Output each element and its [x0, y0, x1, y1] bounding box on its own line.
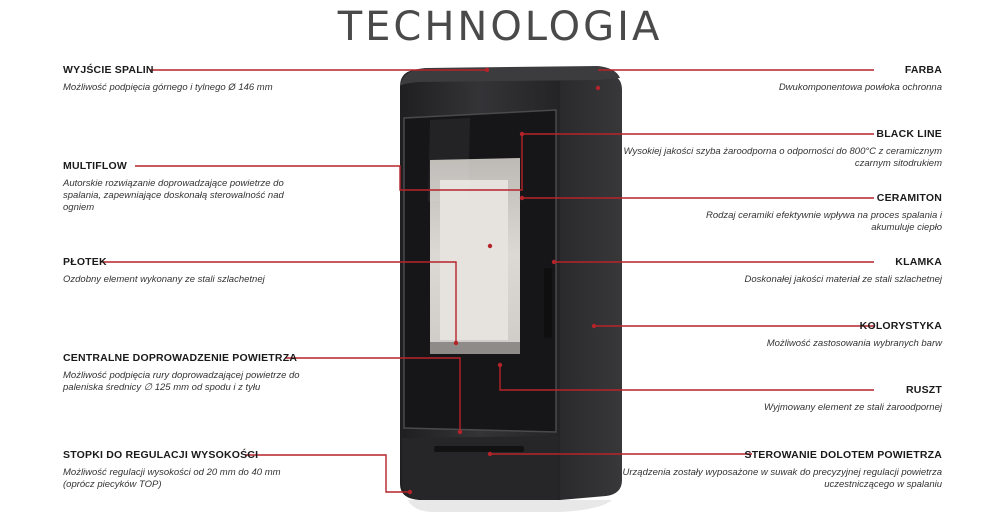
lower-cabinet — [402, 436, 558, 500]
label-wyjscie-spalin: WYJŚCIE SPALIN Możliwość podpięcia górne… — [63, 64, 393, 94]
label-kolorystyka: KOLORYSTYKA Możliwość zastosowania wybra… — [612, 320, 942, 350]
label-description: Doskonałej jakości materiał ze stali szl… — [744, 274, 942, 285]
stove-side-panel — [560, 70, 622, 500]
door-handle — [544, 268, 552, 338]
label-description: Autorskie rozwiązanie doprowadzające pow… — [63, 178, 284, 213]
label-description: Ozdobny element wykonany ze stali szlach… — [63, 274, 265, 285]
label-centralne-doprowadzenie: CENTRALNE DOPROWADZENIE POWIETRZA Możliw… — [63, 352, 323, 394]
label-black-line: BLACK LINE Wysokiej jakości szyba żarood… — [612, 128, 943, 170]
label-ceramiton: CERAMITON Rodzaj ceramiki efektywnie wpł… — [692, 192, 942, 234]
glass-reflection — [428, 118, 470, 202]
label-description: Możliwość podpięcia rury doprowadzającej… — [63, 370, 300, 393]
label-title: STOPKI DO REGULACJI WYSOKOŚCI — [63, 449, 259, 461]
label-title: BLACK LINE — [876, 128, 942, 140]
label-description: Wyjmowany element ze stali żaroodpornej — [764, 402, 942, 413]
label-description: Możliwość zastosowania wybranych barw — [766, 338, 942, 349]
label-title: FARBA — [904, 64, 942, 76]
label-title: CERAMITON — [876, 192, 942, 204]
label-title: MULTIFLOW — [63, 160, 128, 172]
label-title: KLAMKA — [895, 256, 942, 268]
label-plotek: PŁOTEK Ozdobny element wykonany ze stali… — [63, 256, 393, 286]
label-title: WYJŚCIE SPALIN — [63, 64, 154, 76]
label-description: Urządzenia zostały wyposażone w suwak do… — [622, 467, 942, 490]
label-title: CENTRALNE DOPROWADZENIE POWIETRZA — [63, 352, 298, 364]
label-description: Dwukomponentowa powłoka ochronna — [778, 82, 942, 93]
label-title: RUSZT — [906, 384, 942, 396]
label-title: STEROWANIE DOLOTEM POWIETRZA — [744, 449, 942, 461]
label-sterowanie-dolotem: STEROWANIE DOLOTEM POWIETRZA Urządzenia … — [622, 449, 942, 491]
label-description: Wysokiej jakości szyba żaroodporna o odp… — [623, 146, 943, 169]
label-title: KOLORYSTYKA — [859, 320, 942, 332]
page-title: TECHNOLOGIA — [337, 4, 663, 50]
label-stopki: STOPKI DO REGULACJI WYSOKOŚCI Możliwość … — [63, 449, 313, 491]
stove-base-shadow — [408, 500, 612, 512]
stove-top — [400, 66, 620, 86]
label-klamka: KLAMKA Doskonałej jakości materiał ze st… — [612, 256, 942, 286]
label-title: PŁOTEK — [63, 256, 107, 268]
label-multiflow: MULTIFLOW Autorskie rozwiązanie doprowad… — [63, 160, 303, 214]
chamber-back-panel — [440, 180, 508, 340]
label-description: Możliwość regulacji wysokości od 20 mm d… — [63, 467, 281, 490]
label-farba: FARBA Dwukomponentowa powłoka ochronna — [612, 64, 942, 94]
grate — [430, 342, 520, 354]
label-description: Rodzaj ceramiki efektywnie wpływa na pro… — [705, 210, 942, 233]
air-slider — [434, 446, 524, 452]
label-description: Możliwość podpięcia górnego i tylnego Ø … — [63, 82, 273, 93]
label-ruszt: RUSZT Wyjmowany element ze stali żaroodp… — [612, 384, 942, 414]
